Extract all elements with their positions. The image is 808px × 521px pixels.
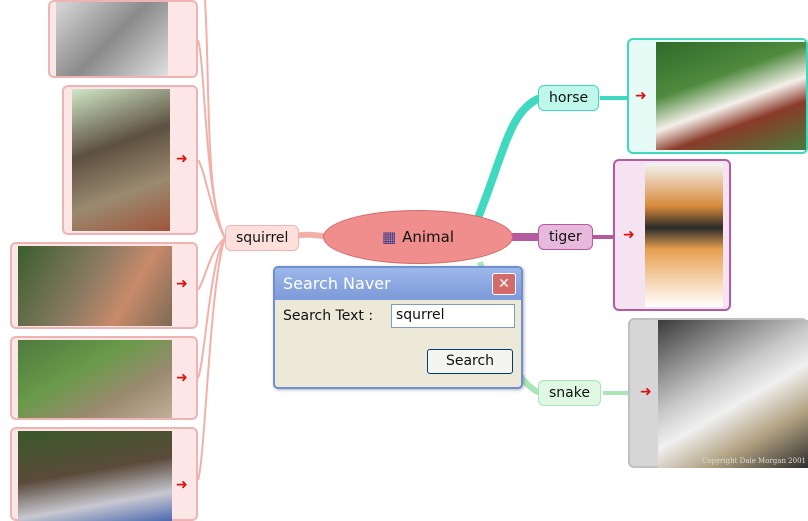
topic-squirrel[interactable]: squirrel [225,225,300,251]
arrow-icon[interactable]: ➜ [176,276,188,292]
arrow-icon[interactable]: ➜ [176,477,188,493]
squirrel-image-card-1[interactable] [48,0,198,78]
tiger-image-card[interactable]: ➜ [613,159,731,311]
central-topic-animal[interactable]: ▦ Animal [323,210,513,264]
squirrel-image-card-2[interactable]: ➜ [62,85,198,235]
horse-image-card[interactable]: ➜ [627,38,808,154]
squirrel-image-card-4[interactable]: ➜ [10,336,198,420]
squirrel-photo [18,431,172,521]
topic-horse[interactable]: horse [538,85,600,111]
tiger-photo [645,163,723,307]
dialog-title: Search Naver [283,274,391,293]
snake-photo: Copyright Dale Morgan 2001 [658,320,808,468]
squirrel-photo [18,246,172,326]
topic-tiger[interactable]: tiger [538,224,593,250]
squirrel-image-card-5[interactable]: ➜ [10,427,198,521]
horse-photo [656,42,806,150]
search-input[interactable]: squrrel [391,304,515,328]
arrow-icon[interactable]: ➜ [640,384,652,400]
topic-snake[interactable]: snake [538,380,601,406]
arrow-icon[interactable]: ➜ [176,151,188,167]
calendar-grid-icon: ▦ [381,228,397,246]
squirrel-photo [56,2,168,76]
arrow-icon[interactable]: ➜ [635,88,647,104]
squirrel-photo [18,340,172,418]
close-icon[interactable]: ✕ [492,273,516,295]
search-naver-dialog: Search Naver ✕ Search Text : squrrel Sea… [273,266,523,389]
dialog-title-bar[interactable]: Search Naver ✕ [275,268,521,300]
arrow-icon[interactable]: ➜ [623,227,635,243]
photo-watermark: Copyright Dale Morgan 2001 [702,457,806,465]
snake-image-card[interactable]: ➜ Copyright Dale Morgan 2001 [628,318,808,468]
squirrel-image-card-3[interactable]: ➜ [10,242,198,329]
arrow-icon[interactable]: ➜ [176,370,188,386]
search-text-label: Search Text : [283,308,374,324]
squirrel-photo [72,89,170,231]
search-button[interactable]: Search [427,349,513,374]
central-topic-label: Animal [402,228,455,246]
